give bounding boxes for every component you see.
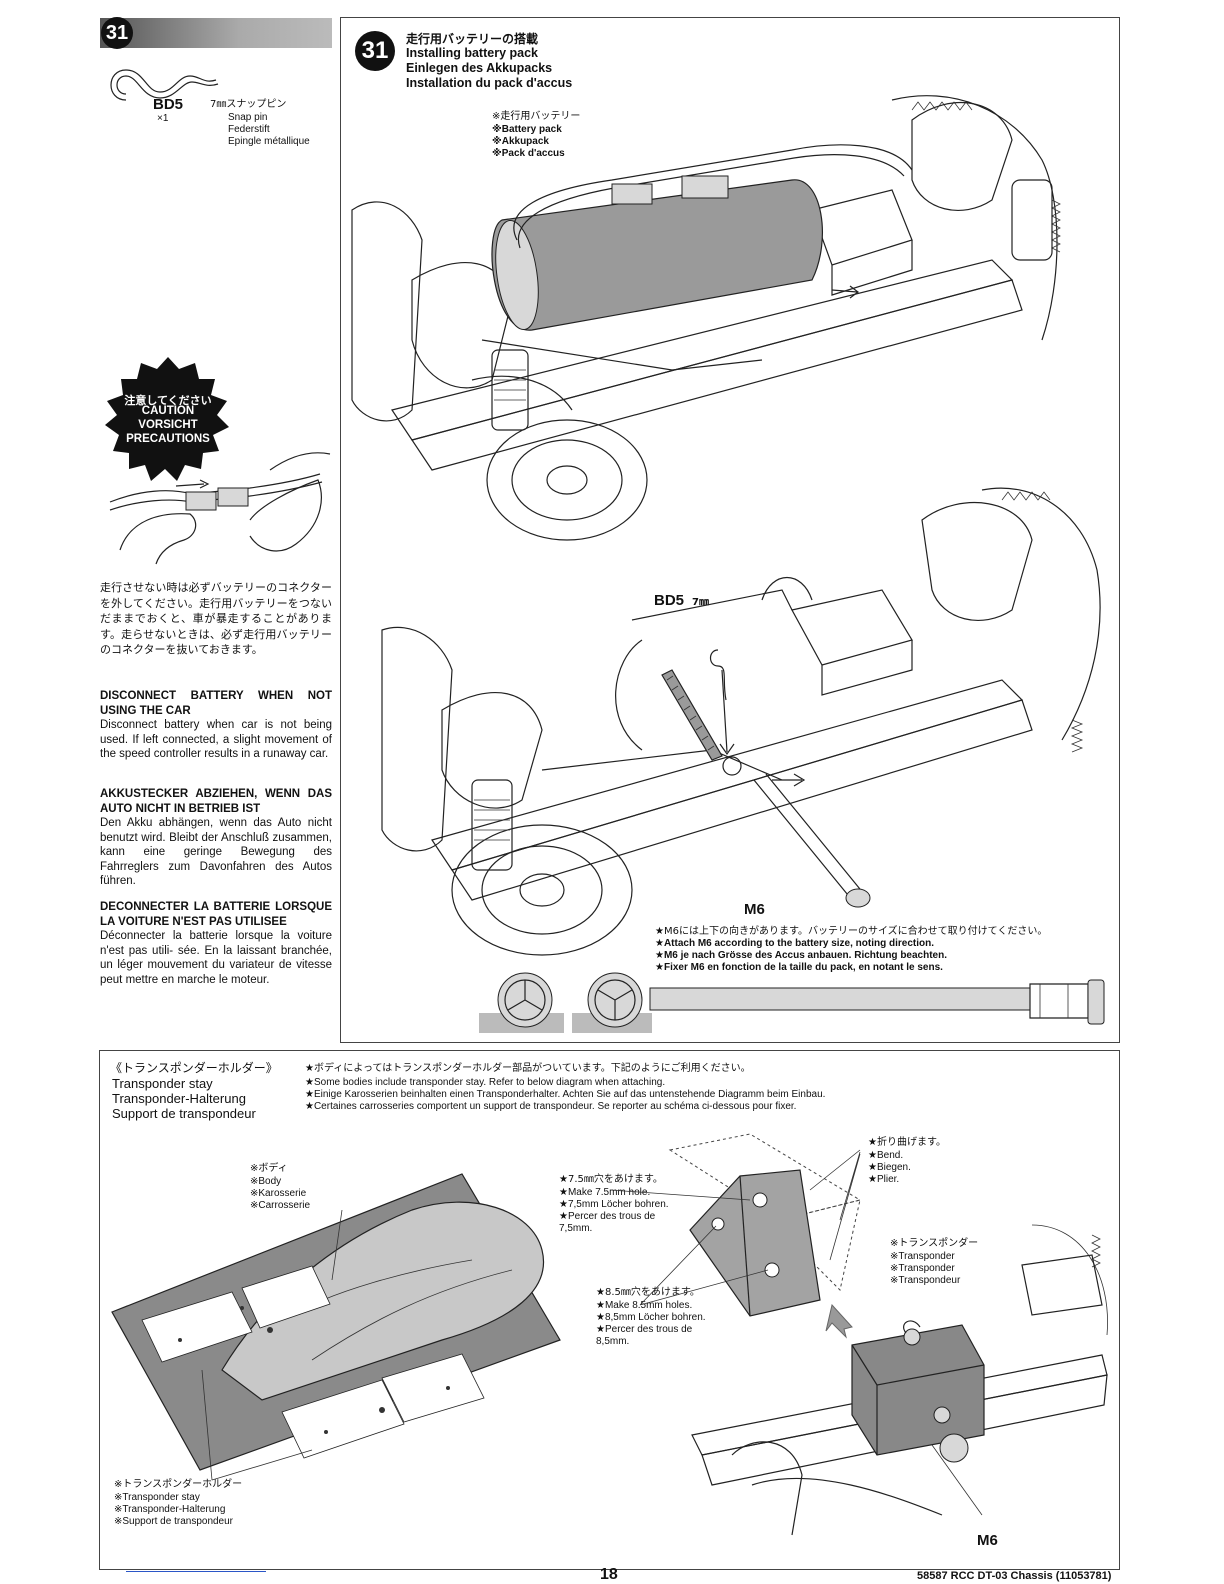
caution-de-body: Den Akku abhängen, wenn das Auto nicht b…	[100, 817, 332, 887]
transponder-title-de: Transponder-Halterung	[112, 1091, 246, 1106]
caution-fr-body: Déconnecter la batterie lorsque la voitu…	[100, 930, 332, 986]
part-qty: ×1	[157, 113, 169, 124]
m6-side-view-icon	[649, 979, 1105, 1025]
holder-label-jp: ※トランスポンダーホルダー	[114, 1479, 243, 1490]
page-number: 18	[600, 1566, 618, 1583]
bd5-size: 7㎜	[692, 597, 709, 608]
transponder-note-jp: ★ボディによってはトランスポンダーホルダー部品がついています。下記のようにご利用…	[305, 1063, 751, 1074]
body-label-jp: ※ボディ	[250, 1163, 288, 1174]
part-name-jp: 7㎜スナップピン	[210, 99, 287, 110]
transponder-label-en: ※Transponder	[890, 1251, 955, 1262]
hole85-label-en: ★Make 8.5mm holes.	[596, 1300, 693, 1311]
chassis-with-transponder-illustration	[691, 1224, 1108, 1536]
step-number-circle: 31	[355, 31, 395, 71]
battery-label-fr: ※Pack d'accus	[492, 148, 565, 159]
hole75-label-fr: ★Percer des trous de	[559, 1211, 656, 1222]
caution-fr-block: DECONNECTER LA BATTERIE LORSQUE LA VOITU…	[100, 900, 332, 987]
footer-link-line	[126, 1571, 266, 1572]
hole85-label-jp: ★8.5㎜穴をあけます。	[596, 1287, 700, 1298]
transponder-title-jp: 《トランスポンダーホルダー》	[110, 1061, 278, 1075]
m6-note-de: ★M6 je nach Grösse des Accus anbauen. Ri…	[655, 950, 948, 961]
bend-label-de: ★Biegen.	[868, 1162, 911, 1173]
transponder-label-fr: ※Transpondeur	[890, 1275, 961, 1286]
hole75-label-jp: ★7.5㎜穴をあけます。	[559, 1174, 663, 1185]
holder-label-fr: ※Support de transpondeur	[114, 1516, 234, 1527]
battery-label-de: ※Akkupack	[492, 136, 549, 147]
hole85-label-fr: ★Percer des trous de	[596, 1324, 693, 1335]
step-title-jp: 走行用バッテリーの搭載	[406, 32, 539, 46]
caution-en-body: Disconnect battery when car is not being…	[100, 719, 332, 760]
transponder-label-jp: ※トランスポンダー	[890, 1238, 979, 1249]
part-name-en: Snap pin	[228, 112, 268, 123]
step-title-fr: Installation du pack d'accus	[406, 76, 573, 90]
body-label-fr: ※Carrosserie	[250, 1200, 311, 1211]
hole85-label-de: ★8,5mm Löcher bohren.	[596, 1312, 706, 1323]
m6-end-view-2-icon	[587, 972, 643, 1028]
hole75-label-de: ★7,5mm Löcher bohren.	[559, 1199, 669, 1210]
step-number-badge: 31	[101, 17, 133, 49]
holder-label-en: ※Transponder stay	[114, 1492, 200, 1503]
transponder-note-de: ★Einige Karosserien beinhalten einen Tra…	[305, 1089, 826, 1100]
transponder-note-en: ★Some bodies include transponder stay. R…	[305, 1077, 666, 1088]
bent-transponder-stay-illustration	[609, 1133, 862, 1317]
part-code: BD5	[153, 96, 184, 113]
step-header-bar	[100, 18, 332, 48]
hands-connector-illustration	[109, 452, 331, 565]
caution-jp: 注意してください	[124, 394, 212, 407]
step-title-en: Installing battery pack	[406, 46, 538, 60]
caution-de: VORSICHT	[138, 419, 198, 431]
caution-fr: PRECAUTIONS	[126, 433, 210, 445]
doc-reference: 58587 RCC DT-03 Chassis (11053781)	[917, 1570, 1112, 1582]
m6-end-view-1-icon	[497, 972, 553, 1028]
body-label-de: ※Karosserie	[250, 1188, 307, 1199]
bend-label-jp: ★折り曲げます。	[868, 1137, 946, 1148]
caution-en-heading: DISCONNECT BATTERY WHEN NOT USING THE CA…	[100, 690, 332, 717]
m6-note-en: ★Attach M6 according to the battery size…	[655, 938, 934, 949]
transponder-title-fr: Support de transpondeur	[112, 1106, 256, 1121]
bend-label-fr: ★Plier.	[868, 1174, 900, 1185]
bd5-callout: BD5	[654, 592, 685, 609]
transponder-title-en: Transponder stay	[112, 1076, 213, 1091]
m6-note-fr: ★Fixer M6 en fonction de la taille du pa…	[655, 962, 943, 973]
transponder-m6-callout: M6	[977, 1532, 998, 1549]
caution-jp-text: 走行させない時は必ずバッテリーのコネクターを外してください。走行用バッテリーをつ…	[100, 581, 332, 656]
snap-pin-icon	[110, 69, 219, 101]
part-name-fr: Epingle métallique	[228, 136, 310, 147]
caution-en: CAUTION	[141, 405, 195, 417]
hole85-label-fr-2: 8,5mm.	[596, 1336, 630, 1347]
body-with-transponder-stay-illustration	[111, 1173, 561, 1481]
bend-label-en: ★Bend.	[868, 1150, 904, 1161]
hole75-label-en: ★Make 7.5mm hole.	[559, 1187, 651, 1198]
caution-badge-icon	[105, 357, 229, 481]
chassis-with-battery-illustration	[351, 95, 1061, 541]
m6-callout: M6	[744, 901, 765, 918]
hole75-label-fr-2: 7,5mm.	[559, 1223, 593, 1234]
step-title-de: Einlegen des Akkupacks	[406, 61, 553, 75]
caution-fr-heading: DECONNECTER LA BATTERIE LORSQUE LA VOITU…	[100, 901, 332, 928]
caution-de-heading: AKKUSTECKER ABZIEHEN, WENN DAS AUTO NICH…	[100, 788, 332, 815]
m6-note-jp: ★M6には上下の向きがあります。バッテリーのサイズに合わせて取り付けてください。	[655, 926, 1048, 937]
transponder-label-de: ※Transponder	[890, 1263, 955, 1274]
holder-label-de: ※Transponder-Halterung	[114, 1504, 226, 1515]
transponder-note-fr: ★Certaines carrosseries comportent un su…	[305, 1101, 797, 1112]
body-label-en: ※Body	[250, 1176, 282, 1187]
caution-en-block: DISCONNECT BATTERY WHEN NOT USING THE CA…	[100, 689, 332, 762]
part-name-de: Federstift	[228, 124, 270, 135]
battery-label-jp: ※走行用バッテリー	[492, 111, 581, 122]
chassis-m6-installation-illustration	[381, 487, 1101, 956]
caution-de-block: AKKUSTECKER ABZIEHEN, WENN DAS AUTO NICH…	[100, 787, 332, 889]
battery-label-en: ※Battery pack	[492, 124, 562, 135]
